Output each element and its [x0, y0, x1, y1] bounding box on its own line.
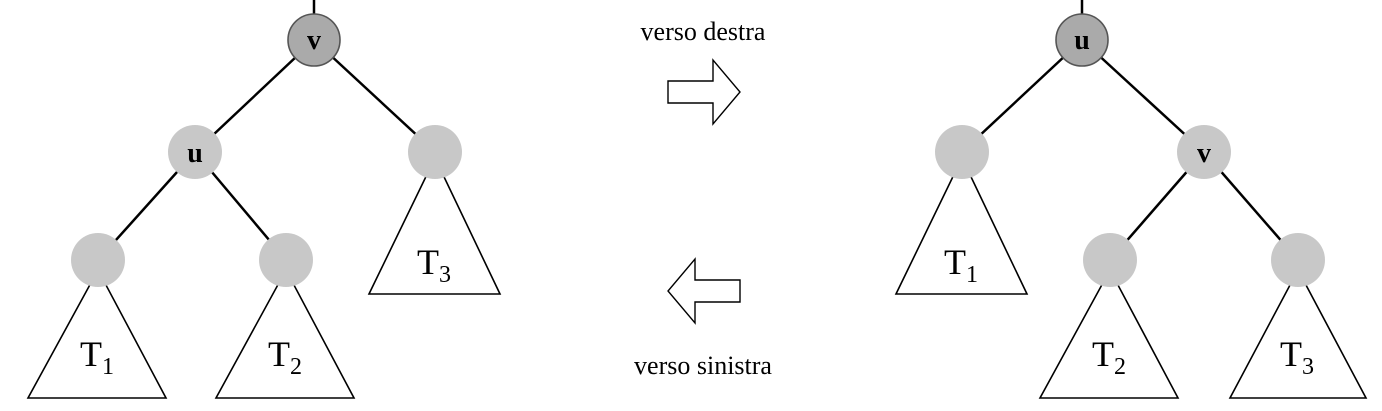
left-leaf-t1-node [71, 233, 125, 287]
left-root-node [287, 13, 341, 67]
left-leaf-t2-node [259, 233, 313, 287]
left-subtree-t2-triangle [214, 268, 356, 399]
right-leaf-t2-node [1083, 233, 1137, 287]
right-edge-u-left [961, 39, 1083, 153]
right-child-label: v [1197, 138, 1211, 169]
left-subtree-t1-label: T1 [80, 334, 114, 380]
left-edge-v-u [194, 39, 315, 153]
right-subtree-t1-triangle [894, 156, 1029, 295]
right-child-node [1177, 125, 1231, 179]
left-subtree-t2-label: T2 [268, 334, 302, 380]
left-child-label: u [187, 138, 203, 169]
right-subtree-t2-label: T2 [1092, 334, 1126, 380]
left-edge-v-right [313, 39, 436, 153]
left-tree: v u T1 T2 T3 [26, 0, 502, 399]
left-subtree-t3-label: T3 [417, 242, 451, 288]
caption-left-rotation: verso sinistra [634, 351, 772, 380]
left-arrow-icon [667, 257, 741, 325]
right-arrow-icon [667, 58, 741, 126]
right-root-label: u [1074, 25, 1090, 56]
right-left-leaf-node [935, 125, 989, 179]
right-subtree-t2-triangle [1038, 268, 1180, 399]
right-leaf-t3-node [1271, 233, 1325, 287]
right-subtree-t3-label: T3 [1280, 334, 1314, 380]
left-subtree-t1-triangle [26, 268, 168, 399]
right-subtree-t1-label: T1 [944, 242, 978, 288]
caption-right-rotation: verso destra [641, 17, 766, 46]
rotation-controls: verso destra verso sinistra [634, 17, 772, 380]
left-child-node [168, 125, 222, 179]
right-root-node [1055, 13, 1109, 67]
right-tree: u v T1 T2 T3 [894, 0, 1368, 399]
right-edge-u-v [1081, 39, 1205, 153]
right-subtree-t3-triangle [1228, 268, 1368, 399]
left-root-label: v [307, 25, 321, 56]
left-subtree-t3-triangle [367, 156, 502, 295]
left-right-leaf-node [408, 125, 462, 179]
